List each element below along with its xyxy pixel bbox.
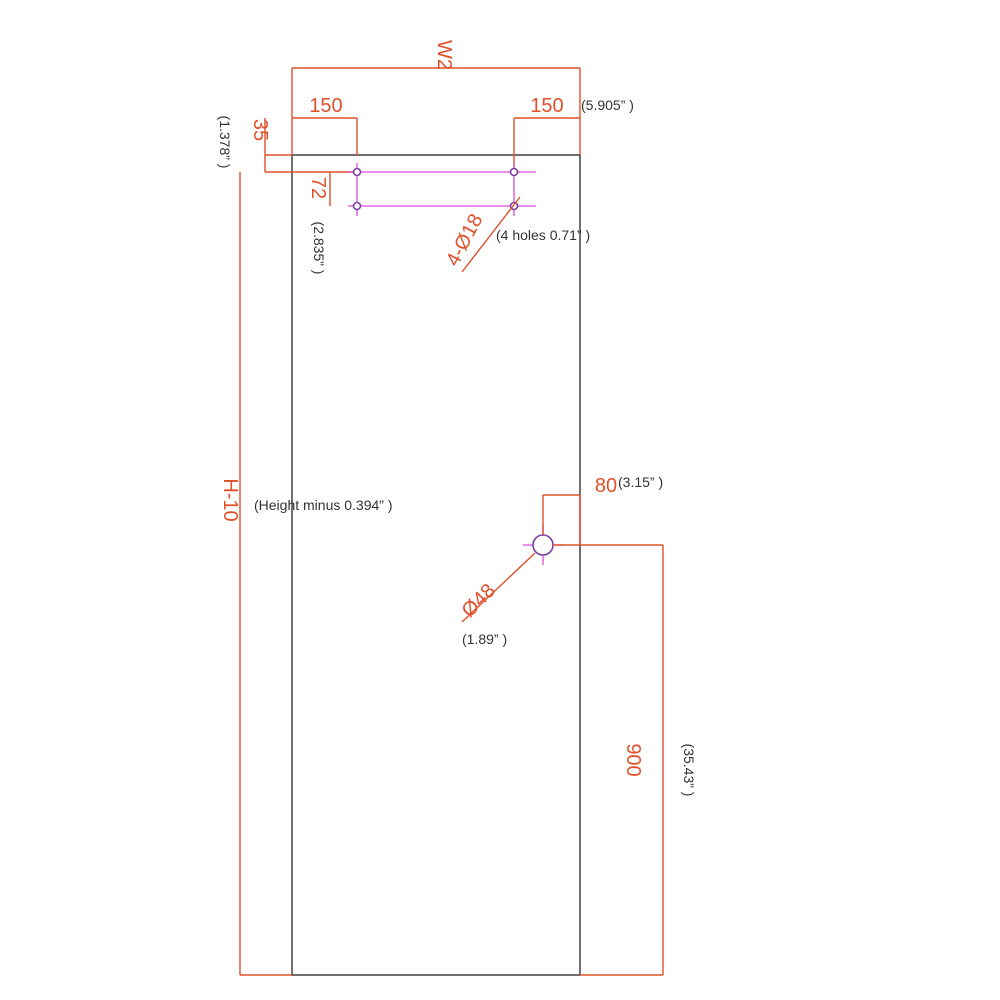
height-label: H-10 — [219, 478, 241, 521]
handle-hole-circle — [532, 534, 554, 556]
handle-offset-inch-label: (3.15” ) — [618, 474, 663, 490]
mounting-hole — [352, 167, 362, 177]
height-inch-label: (Height minus 0.394” ) — [254, 497, 393, 513]
left-offset-dimension: 150 — [292, 95, 358, 155]
left-offset-label: 150 — [309, 95, 342, 117]
mounting-hole — [509, 167, 519, 177]
hole-spacing-label: 72 — [307, 177, 329, 199]
handle-height-dimension: 900 (35.43” ) — [553, 544, 697, 976]
top-offset-inch-label: (1.378” ) — [217, 116, 233, 169]
top-offset-dimension: 35 (1.378” ) — [217, 116, 357, 173]
handle-offset-dimension: 80 (3.15” ) — [542, 474, 663, 545]
door-panel-outline — [291, 154, 581, 976]
right-offset-inch-label: (5.905” ) — [581, 97, 634, 113]
handle-hole-callout: Ø48 (1.89” ) — [458, 552, 536, 647]
right-offset-label: 150 — [530, 95, 563, 117]
hole-spacing-dimension: 72 (2.835” ) — [307, 172, 331, 275]
handle-offset-label: 80 — [595, 475, 617, 497]
height-dimension: H-10 (Height minus 0.394” ) — [219, 172, 393, 976]
right-offset-dimension: 150 (5.905” ) — [513, 95, 634, 170]
handle-hole-inch-label: (1.89” ) — [462, 631, 507, 647]
hole-guides — [348, 163, 536, 216]
holes-inch-label: (4 holes 0.71” ) — [496, 227, 590, 243]
width-dimension: W2 — [291, 40, 581, 155]
width-label: W2 — [433, 40, 455, 70]
mounting-hole — [352, 201, 362, 211]
holes-label: 4-Ø18 — [442, 210, 488, 269]
hole-spacing-inch-label: (2.835” ) — [311, 222, 327, 275]
handle-height-label: 900 — [622, 743, 644, 776]
mounting-holes — [352, 167, 519, 211]
handle-hole-label: Ø48 — [458, 580, 500, 622]
top-offset-label: 35 — [249, 119, 271, 141]
handle-height-inch-label: (35.43” ) — [681, 744, 697, 797]
